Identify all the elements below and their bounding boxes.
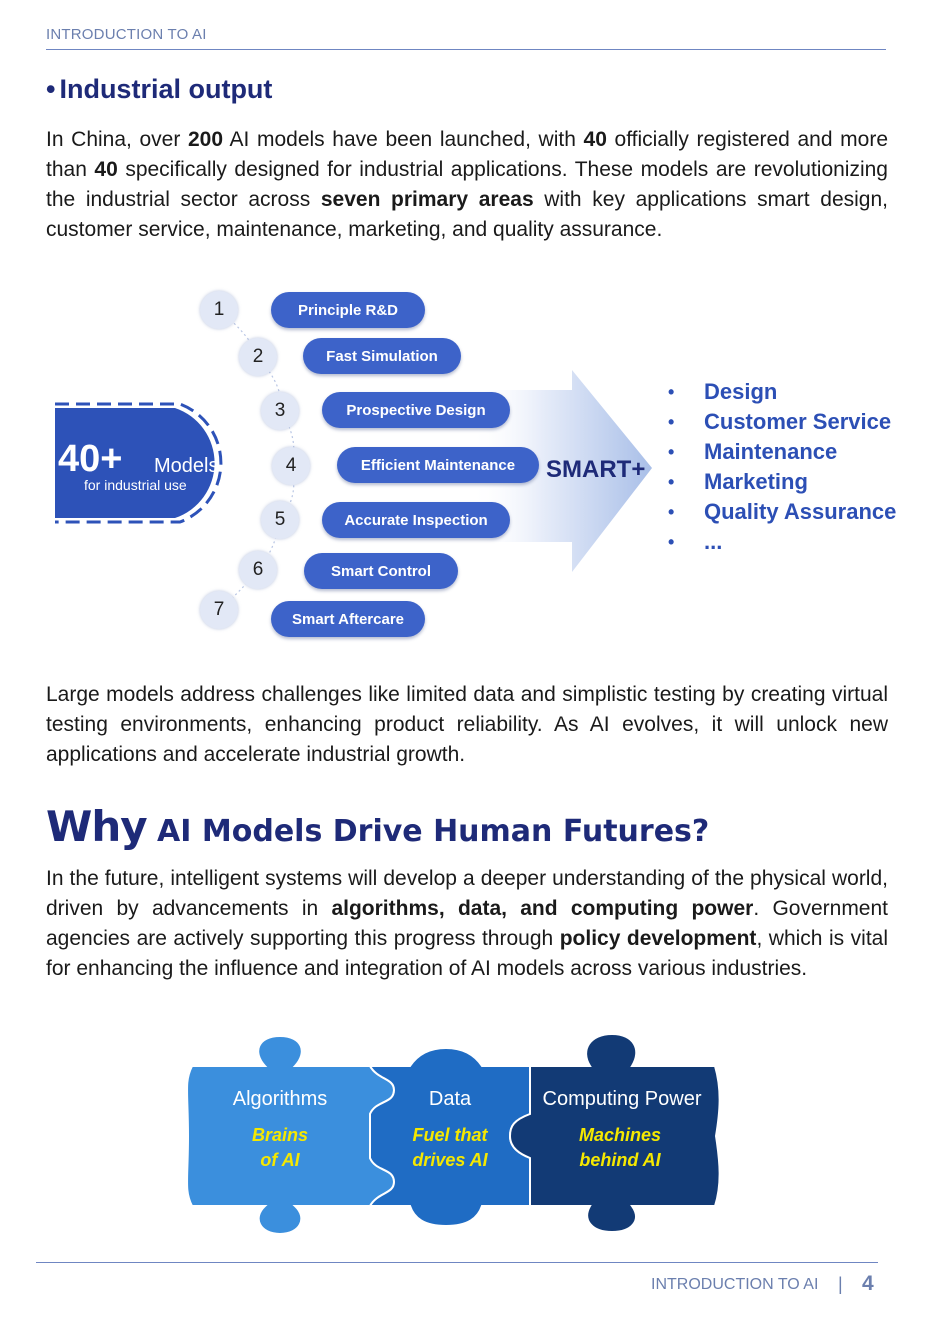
- puzzle-sub-data-1: Fuel that: [412, 1125, 488, 1145]
- heading-text: Industrial output: [59, 74, 273, 104]
- page-number: 4: [862, 1272, 874, 1295]
- outcome-label: ...: [704, 529, 723, 554]
- outcome-bullet: •: [668, 531, 675, 552]
- header-rule: [46, 49, 886, 50]
- puzzle-piece-data: [368, 1046, 531, 1228]
- bold-text-run: algorithms, data, and computing power: [331, 897, 754, 920]
- outcome-bullet: •: [668, 501, 675, 522]
- challenges-paragraph: Large models address challenges like lim…: [46, 683, 888, 766]
- heading-why-rest: AI Models Drive Human Futures?: [146, 814, 710, 849]
- list-item: • Design: [668, 377, 896, 407]
- text-run: with key applications smart design, cust…: [46, 188, 888, 241]
- outcome-label: Marketing: [704, 469, 808, 494]
- outcome-label: Maintenance: [704, 439, 838, 464]
- outcome-bullet: •: [668, 441, 675, 462]
- list-item: • Quality Assurance: [668, 497, 896, 527]
- puzzle-sub-algorithms-1: Brains: [251, 1125, 309, 1145]
- badge-number: 40+: [58, 438, 123, 480]
- smart-plus-label: SMART+: [546, 456, 646, 483]
- list-item: • Maintenance: [668, 437, 896, 467]
- step-number-4: 4: [272, 447, 310, 485]
- text-run: . Government agencies are actively suppo…: [46, 897, 889, 950]
- outcome-bullet: •: [668, 411, 675, 432]
- text-run: , which is vital for enhancing the influ…: [46, 927, 889, 980]
- industrial-diagram: 40+ Models for industrial use 1 Principl…: [0, 280, 931, 660]
- text-run: specifically designed for industrial app…: [46, 158, 888, 211]
- puzzle-sub-data-2: drives AI: [412, 1150, 488, 1170]
- section-heading-industrial-output: •Industrial output: [46, 74, 272, 105]
- footer-rule: [36, 1262, 878, 1263]
- step-number-2: 2: [239, 338, 277, 376]
- puzzle-sub-algorithms-2: of AI: [260, 1150, 300, 1170]
- step-number-7: 7: [200, 591, 238, 629]
- badge-caption: for industrial use: [84, 477, 187, 493]
- step-pill-efficient-maintenance: Efficient Maintenance: [337, 447, 539, 483]
- step-number-1: 1: [200, 291, 238, 329]
- running-footer: INTRODUCTION TO AI: [651, 1276, 819, 1293]
- future-paragraph: In the future, intelligent systems will …: [46, 864, 888, 984]
- list-item: • Customer Service: [668, 407, 896, 437]
- puzzle-title-computing: Computing Power: [542, 1088, 702, 1110]
- step-number-6: 6: [239, 551, 277, 589]
- bold-text-run: 200: [187, 128, 224, 151]
- bold-text-run: 40: [94, 158, 118, 181]
- models-badge-shape: [55, 402, 223, 524]
- outcome-label: Customer Service: [704, 409, 892, 434]
- step-pill-prospective-design: Prospective Design: [322, 392, 510, 428]
- step-pill-smart-control: Smart Control: [304, 553, 458, 589]
- bold-text-run: policy development: [559, 927, 757, 950]
- bold-text-run: 40: [583, 128, 607, 151]
- puzzle-piece-computing: [508, 1032, 721, 1234]
- step-number-5: 5: [261, 501, 299, 539]
- puzzle-graphic: Algorithms Brains of AI Data Fuel that d…: [180, 1030, 725, 1235]
- text-run: officially registered and more than: [46, 128, 888, 181]
- outcome-label: Quality Assurance: [704, 499, 897, 524]
- puzzle-title-algorithms: Algorithms: [232, 1088, 328, 1110]
- step-pill-fast-simulation: Fast Simulation: [303, 338, 461, 374]
- text-run: AI models have been launched, with: [223, 128, 584, 151]
- puzzle-sub-computing-1: Machines: [578, 1125, 662, 1145]
- running-header: INTRODUCTION TO AI: [46, 26, 207, 43]
- intro-paragraph: In China, over 200 AI models have been l…: [46, 125, 888, 245]
- smart-arrow-shape: [470, 370, 652, 572]
- section-heading-why: Why AI Models Drive Human Futures?: [46, 802, 709, 851]
- step-pill-smart-aftercare: Smart Aftercare: [271, 601, 425, 637]
- outcome-bullet: •: [668, 381, 675, 402]
- footer-separator: |: [838, 1274, 843, 1294]
- puzzle-title-data: Data: [428, 1088, 472, 1110]
- step-pill-accurate-inspection: Accurate Inspection: [322, 502, 510, 538]
- puzzle-pieces: [186, 1032, 721, 1235]
- text-run: In China, over: [46, 128, 188, 151]
- bold-text-run: seven primary areas: [320, 188, 534, 211]
- badge-word: Models: [154, 455, 219, 477]
- step-pill-principle-rd: Principle R&D: [271, 292, 425, 328]
- list-item: •...: [668, 527, 896, 557]
- heading-bullet: •: [46, 74, 56, 104]
- text-run: In the future, intelligent systems will …: [46, 867, 888, 920]
- outcome-label: Design: [704, 379, 778, 404]
- step-number-3: 3: [261, 392, 299, 430]
- outcomes-list: • Design • Customer Service • Maintenance •…: [668, 377, 896, 557]
- outcome-bullet: •: [668, 471, 675, 492]
- puzzle-sub-computing-2: behind AI: [579, 1150, 661, 1170]
- heading-why-word: Why: [46, 802, 148, 851]
- list-item: • Marketing: [668, 467, 896, 497]
- diagram-graphics: [55, 309, 652, 611]
